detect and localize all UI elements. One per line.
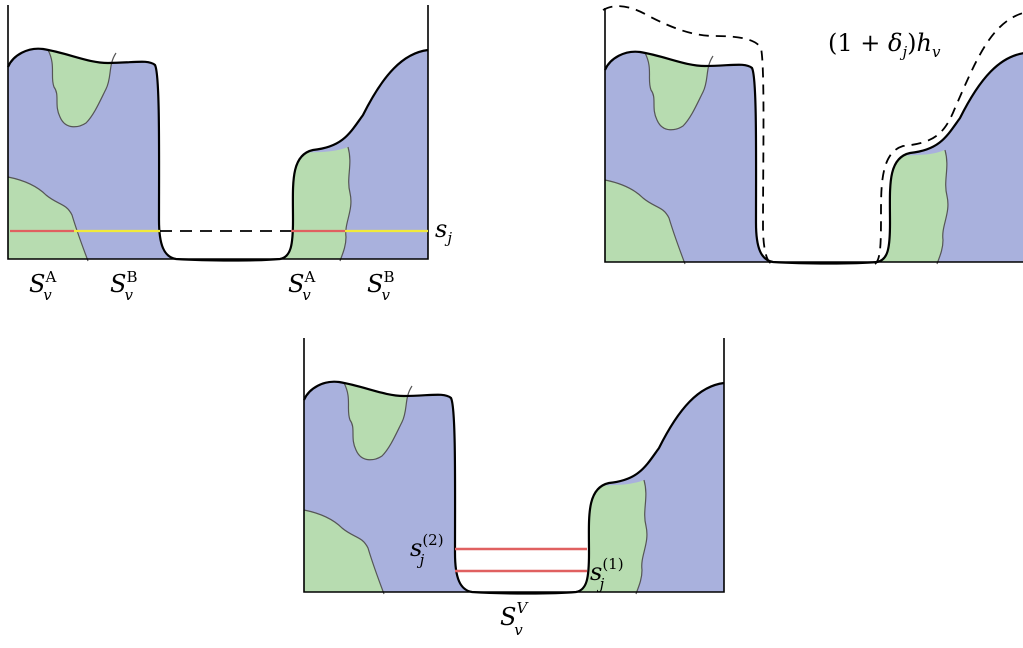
label-sj2: s(2)j — [410, 531, 444, 569]
panel-3 — [304, 338, 724, 594]
panel-1 — [8, 5, 428, 261]
panel-2 — [602, 5, 1023, 265]
scaled-dashed-outline — [602, 5, 1023, 265]
scale-label: (1 + δj)hv — [828, 29, 941, 61]
label-sj1: s(1)j — [590, 555, 624, 593]
level-label-sj: sj — [435, 215, 452, 247]
